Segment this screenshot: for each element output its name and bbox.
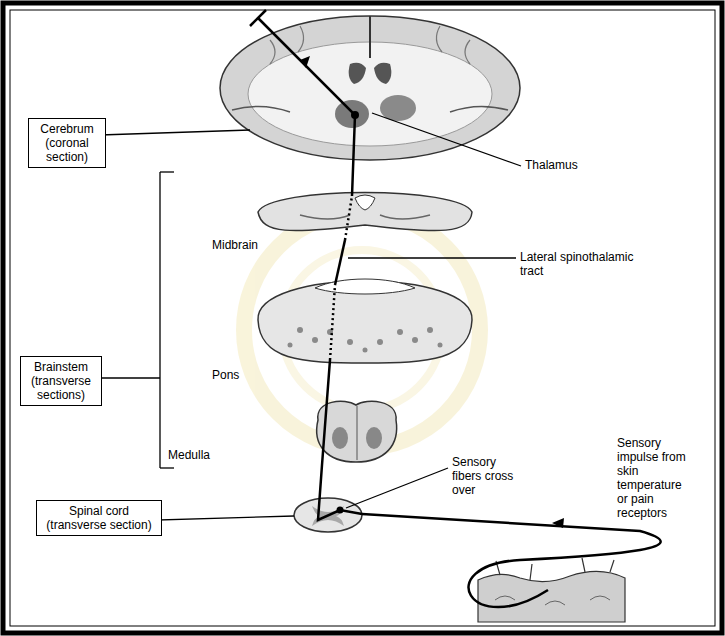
outer-frame [3,3,722,633]
medulla-section [317,401,397,462]
box-text: Brainstem (transverse sections) [26,360,96,402]
skin-block [478,558,625,622]
structure-label: Medulla [168,448,228,462]
leader-lines [60,113,521,522]
cerebrum-section [220,16,520,160]
midbrain-section [258,193,472,231]
inner-frame [10,10,715,626]
annotation-label: Sensory impulse from skin temperature or… [617,436,695,520]
annotation-label: Sensory fibers cross over [452,455,514,497]
structure-label: Midbrain [212,238,272,252]
box-text: Spinal cord (transverse section) [42,504,156,532]
tract-label: Lateral spinothalamic tract [520,250,645,278]
pons-section [258,279,472,363]
box-text: Cerebrum (coronal section) [34,122,100,164]
sensory-pathway [250,10,661,607]
section-box: Cerebrum (coronal section) [28,118,106,168]
pathway-arrowheads [300,56,564,528]
structure-label: Pons [212,368,262,382]
section-box: Brainstem (transverse sections) [20,356,102,406]
structure-label: Thalamus [525,158,605,172]
section-box: Spinal cord (transverse section) [36,500,162,536]
